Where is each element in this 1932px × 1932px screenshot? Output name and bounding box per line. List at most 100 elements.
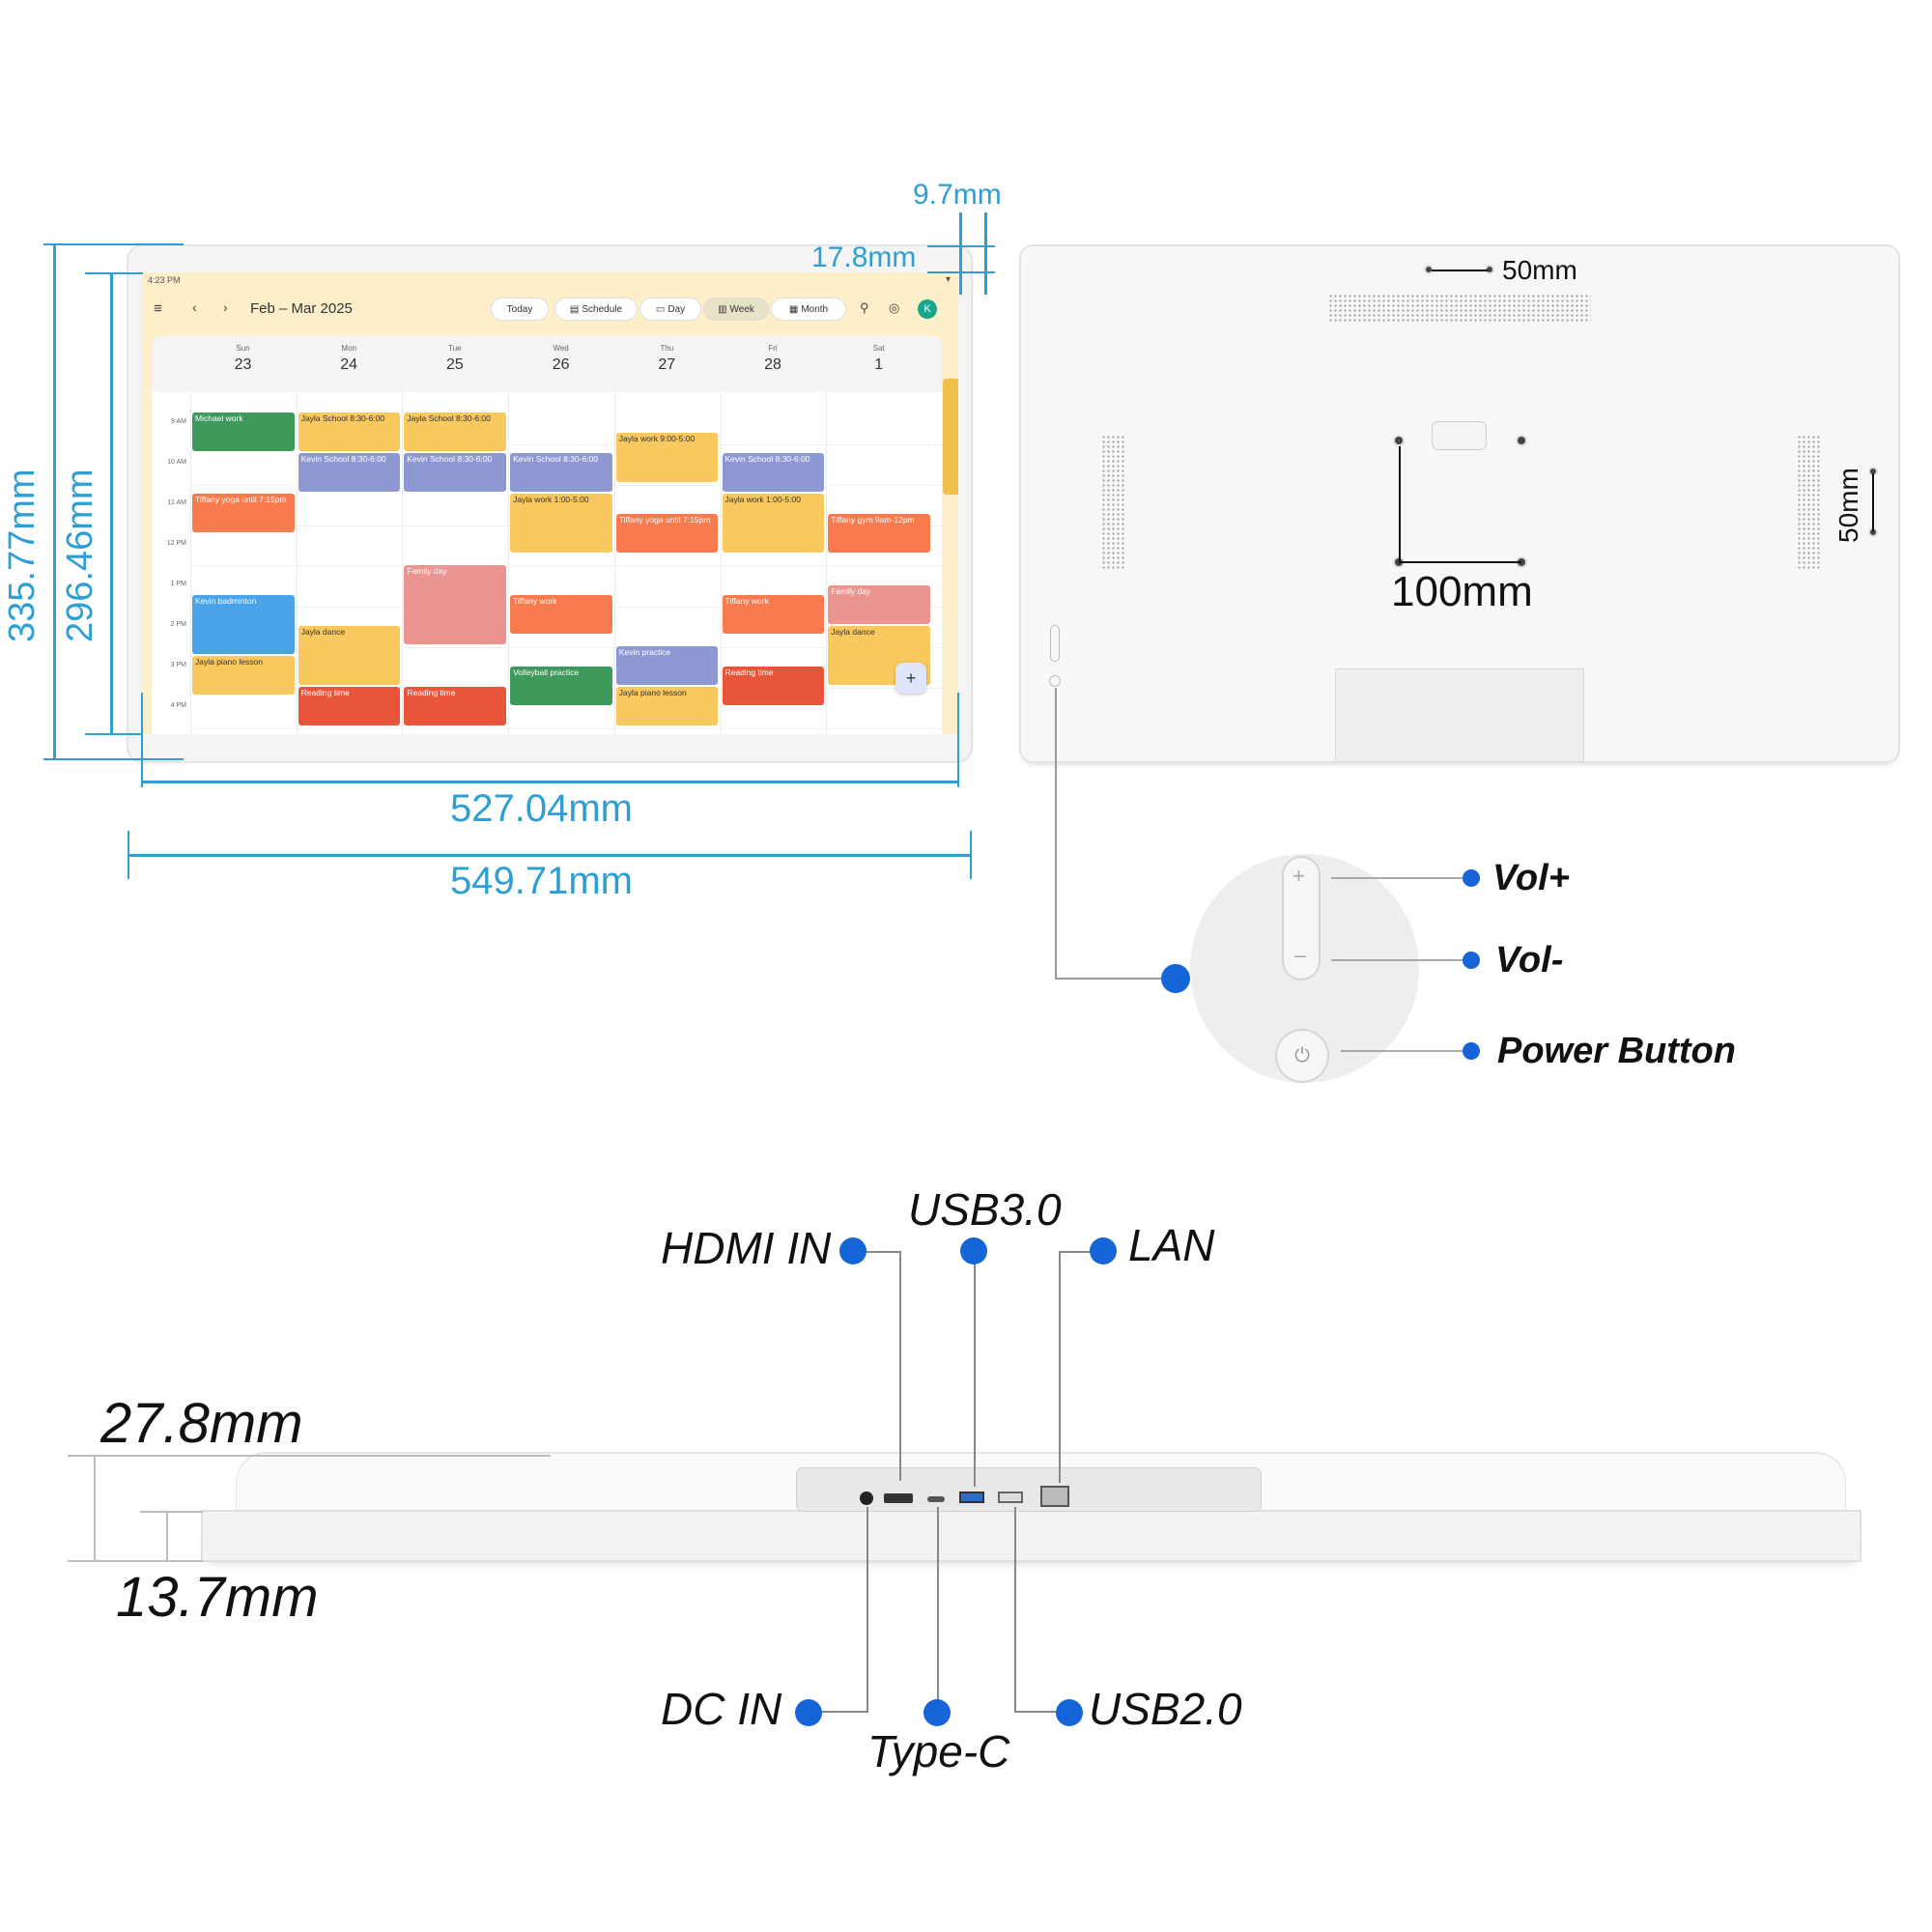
calendar-event[interactable]: Jayla dance: [298, 625, 401, 685]
schedule-button[interactable]: ▤Schedule: [555, 298, 637, 320]
vesa-small-screw: [1426, 267, 1432, 272]
depth-line-top: [68, 1455, 551, 1457]
calendar-event[interactable]: Family day: [828, 584, 930, 624]
calendar-event[interactable]: Tiffany work: [510, 595, 612, 634]
power-button-small: [1050, 676, 1060, 686]
vesa-50-vertical-line: [1872, 473, 1874, 531]
zoom-leader-horizontal: [1055, 978, 1171, 980]
search-icon[interactable]: ⚲: [860, 300, 869, 315]
month-button[interactable]: ▦Month: [772, 298, 845, 320]
week-button[interactable]: ▥Week: [704, 298, 768, 320]
day-divider: [296, 392, 298, 734]
calendar-event[interactable]: Reading time: [298, 686, 401, 725]
calendar-event[interactable]: Jayla School 8:30-6:00: [298, 412, 401, 451]
usb2-port: [998, 1492, 1023, 1503]
day-date: 24: [340, 356, 358, 373]
today-button[interactable]: Today: [492, 298, 548, 320]
minus-icon: –: [1294, 943, 1307, 967]
power-label: Power Button: [1497, 1031, 1736, 1071]
zoom-anchor-dot: [1161, 964, 1190, 993]
screen-height-label: 296.46mm: [60, 469, 100, 642]
avatar[interactable]: K: [918, 299, 937, 319]
usb3-leader-v: [974, 1251, 976, 1487]
bezel-line-1: [959, 213, 962, 295]
calendar-event[interactable]: Jayla work 1:00-5:00: [510, 494, 612, 553]
calendar-event[interactable]: Kevin badminton: [192, 595, 295, 654]
day-button[interactable]: ▭Day: [640, 298, 700, 320]
time-label: 9 AM: [171, 417, 186, 425]
edge-depth-label: 13.7mm: [116, 1566, 319, 1629]
day-name: Mon: [341, 344, 356, 353]
top-speaker-grill: [1328, 294, 1591, 323]
time-label: 3 PM: [170, 661, 186, 668]
calendar-event[interactable]: Tiffany gym 9am-12pm: [828, 514, 930, 553]
typec-port: [927, 1496, 945, 1502]
calendar-event[interactable]: Family day: [404, 564, 507, 644]
plus-icon: +: [1293, 864, 1305, 888]
calendar-event[interactable]: Jayla work 1:00-5:00: [722, 494, 825, 553]
hour-line: [190, 443, 942, 445]
calendar-event[interactable]: Reading time: [404, 686, 507, 725]
hour-line: [190, 565, 942, 567]
hdmi-leader-h: [863, 1251, 901, 1253]
day-name: Sun: [236, 344, 250, 353]
calendar-event[interactable]: Jayla piano lesson: [192, 656, 295, 695]
port-panel: [797, 1468, 1261, 1511]
usb3-port: [959, 1492, 984, 1503]
lan-leader-h: [1059, 1251, 1107, 1253]
calendar-event[interactable]: Kevin School 8:30-6:00: [722, 453, 825, 492]
week-icon: ▥: [718, 303, 727, 315]
calendar-event[interactable]: Michael work: [192, 412, 295, 451]
day-date: 28: [764, 356, 781, 373]
calendar-event[interactable]: Jayla work 9:00-5:00: [615, 433, 719, 482]
dc-dot: [795, 1699, 822, 1726]
time-label: 10 AM: [167, 458, 186, 466]
edge-vertical: [166, 1511, 168, 1561]
day-header[interactable]: Mon 24: [297, 336, 402, 374]
calendar-event[interactable]: Jayla piano lesson: [615, 686, 719, 725]
calendar-event[interactable]: Jayla School 8:30-6:00: [404, 412, 507, 451]
time-label: 12 PM: [166, 539, 186, 547]
next-icon[interactable]: ›: [223, 299, 228, 315]
top-bezel-label-1: 9.7mm: [913, 179, 1002, 211]
calendar-event[interactable]: Reading time: [722, 666, 825, 705]
day-divider: [190, 392, 191, 734]
week-header: [152, 336, 942, 392]
day-name: Tue: [448, 344, 462, 353]
day-divider: [613, 392, 615, 734]
calendar-event[interactable]: Tiffany work: [722, 595, 825, 634]
calendar-event[interactable]: Kevin School 8:30-6:00: [404, 453, 507, 492]
vesa-small-screw: [1870, 469, 1876, 474]
bezel-tick-bottom: [927, 271, 995, 273]
day-divider: [402, 392, 404, 734]
calendar-toolbar: ≡ ‹ › Feb – Mar 2025 Today ▤Schedule ▭Da…: [142, 292, 958, 325]
add-event-button[interactable]: +: [895, 663, 926, 694]
menu-icon[interactable]: ≡: [154, 300, 162, 317]
screen-width-label: 527.04mm: [450, 787, 633, 830]
hdmi-leader-v: [899, 1251, 901, 1481]
day-name: Fri: [768, 344, 778, 353]
lan-leader-v: [1059, 1251, 1061, 1483]
prev-icon[interactable]: ‹: [192, 299, 197, 315]
day-header[interactable]: Thu 27: [614, 336, 720, 374]
vol-plus-dot: [1463, 869, 1480, 887]
dc-leader-v: [867, 1507, 868, 1713]
day-header[interactable]: Fri 28: [721, 336, 826, 374]
tasks-icon[interactable]: ◎: [889, 300, 900, 315]
day-name: Thu: [660, 344, 674, 353]
calendar-event[interactable]: Kevin practice: [615, 645, 719, 685]
calendar-event[interactable]: Kevin School 8:30-6:00: [298, 453, 401, 492]
day-date: 26: [552, 356, 570, 373]
day-date: 27: [658, 356, 676, 373]
hdmi-dot: [839, 1237, 867, 1264]
calendar-event[interactable]: Tiffany yoga until 7:15pm: [192, 494, 295, 532]
vol-minus-leader: [1331, 959, 1466, 961]
kickstand-latch: [1433, 422, 1486, 449]
calendar-event[interactable]: Volleyball practice: [510, 666, 612, 705]
calendar-event[interactable]: Kevin School 8:30-6:00: [510, 453, 612, 492]
calendar-event[interactable]: Tiffany yoga until 7:15pm: [615, 514, 719, 553]
